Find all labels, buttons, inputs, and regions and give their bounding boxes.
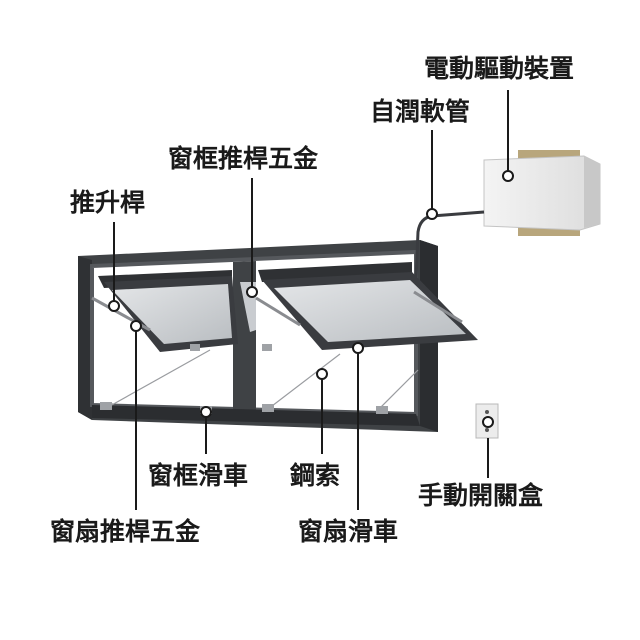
right-sash <box>258 262 478 350</box>
left-sash <box>98 270 238 352</box>
pulley-4 <box>376 406 388 414</box>
switch-button-top <box>485 410 489 414</box>
label-flex-conduit: 自潤軟管 <box>370 97 470 126</box>
labels: 電動驅動裝置 自潤軟管 窗框推桿五金 推升桿 窗框滑車 鋼索 手動開關盒 窗扇推… <box>50 54 574 546</box>
drive-mount-plate-bottom <box>518 226 580 236</box>
steel-cable-right <box>271 353 341 407</box>
drive-unit <box>483 150 601 236</box>
pulley-6 <box>262 344 272 351</box>
callout-dot-steel-cable <box>316 368 328 380</box>
steel-cable-end <box>377 369 419 411</box>
callout-dot-lift-rod <box>108 300 120 312</box>
left-sash-glass <box>112 284 232 344</box>
label-manual-switch-box: 手動開關盒 <box>418 481 544 510</box>
callout-dots <box>108 170 514 428</box>
right-sash-rod <box>255 296 301 327</box>
pulley-1 <box>100 402 112 410</box>
label-lift-rod: 推升桿 <box>70 188 145 217</box>
callout-dot-manual-switch <box>482 416 494 428</box>
right-end-rod <box>413 290 463 324</box>
leader-lines <box>113 90 509 510</box>
label-sash-push-rod-hardware: 窗扇推桿五金 <box>50 517 201 546</box>
pulley-3 <box>262 404 274 412</box>
callout-dot-flex-conduit <box>426 208 438 220</box>
callout-dot-sash-pulley <box>352 342 364 354</box>
label-steel-cable: 鋼索 <box>289 461 340 490</box>
label-frame-pulley: 窗框滑車 <box>148 461 248 490</box>
label-sash-pulley: 窗扇滑車 <box>298 517 398 546</box>
callout-dot-frame-push-rod <box>246 286 258 298</box>
frame-left-jamb <box>78 256 92 420</box>
drive-mount-plate-top <box>518 150 580 160</box>
label-drive-unit: 電動驅動裝置 <box>424 54 574 83</box>
callout-dot-sash-push-rod <box>130 320 142 332</box>
label-frame-push-rod-hardware: 窗框推桿五金 <box>168 144 319 173</box>
frame-bottom-rail <box>92 405 420 426</box>
steel-cable-left <box>109 349 211 407</box>
callout-dot-drive-unit <box>502 170 514 182</box>
drive-box-side <box>584 156 600 228</box>
pulley-5 <box>190 344 200 351</box>
switch-button-bottom <box>485 428 489 432</box>
callout-dot-frame-pulley <box>200 406 212 418</box>
drive-box-body <box>483 155 601 231</box>
